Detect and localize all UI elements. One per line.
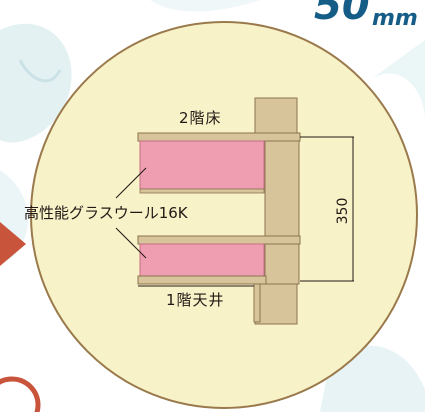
joist-under-upper xyxy=(139,188,265,194)
detail-circle xyxy=(30,21,418,409)
dimension-lines xyxy=(300,136,354,282)
label-insulation: 高性能グラスウール16K xyxy=(24,204,188,222)
wall-main xyxy=(264,135,300,285)
floor-joist-middle xyxy=(137,235,301,245)
dimension-value: 350 xyxy=(335,197,351,225)
insulation-upper xyxy=(139,140,265,190)
ceiling-board xyxy=(137,275,267,285)
wall-lower xyxy=(254,283,298,325)
label-ceiling-1: 1階天井 xyxy=(166,291,225,309)
banner-unit: mm xyxy=(372,6,418,31)
wall-upper xyxy=(254,97,298,137)
ceiling-post xyxy=(253,283,261,323)
size-banner xyxy=(300,0,425,30)
banner-digits: 50 xyxy=(314,0,370,29)
label-floor-2: 2階床 xyxy=(179,109,222,127)
leader-lines xyxy=(115,167,147,259)
insulation-lower xyxy=(139,243,265,277)
floor-joist-top xyxy=(137,132,301,142)
left-arrow-icon xyxy=(0,222,26,266)
corner-badge xyxy=(0,376,41,412)
